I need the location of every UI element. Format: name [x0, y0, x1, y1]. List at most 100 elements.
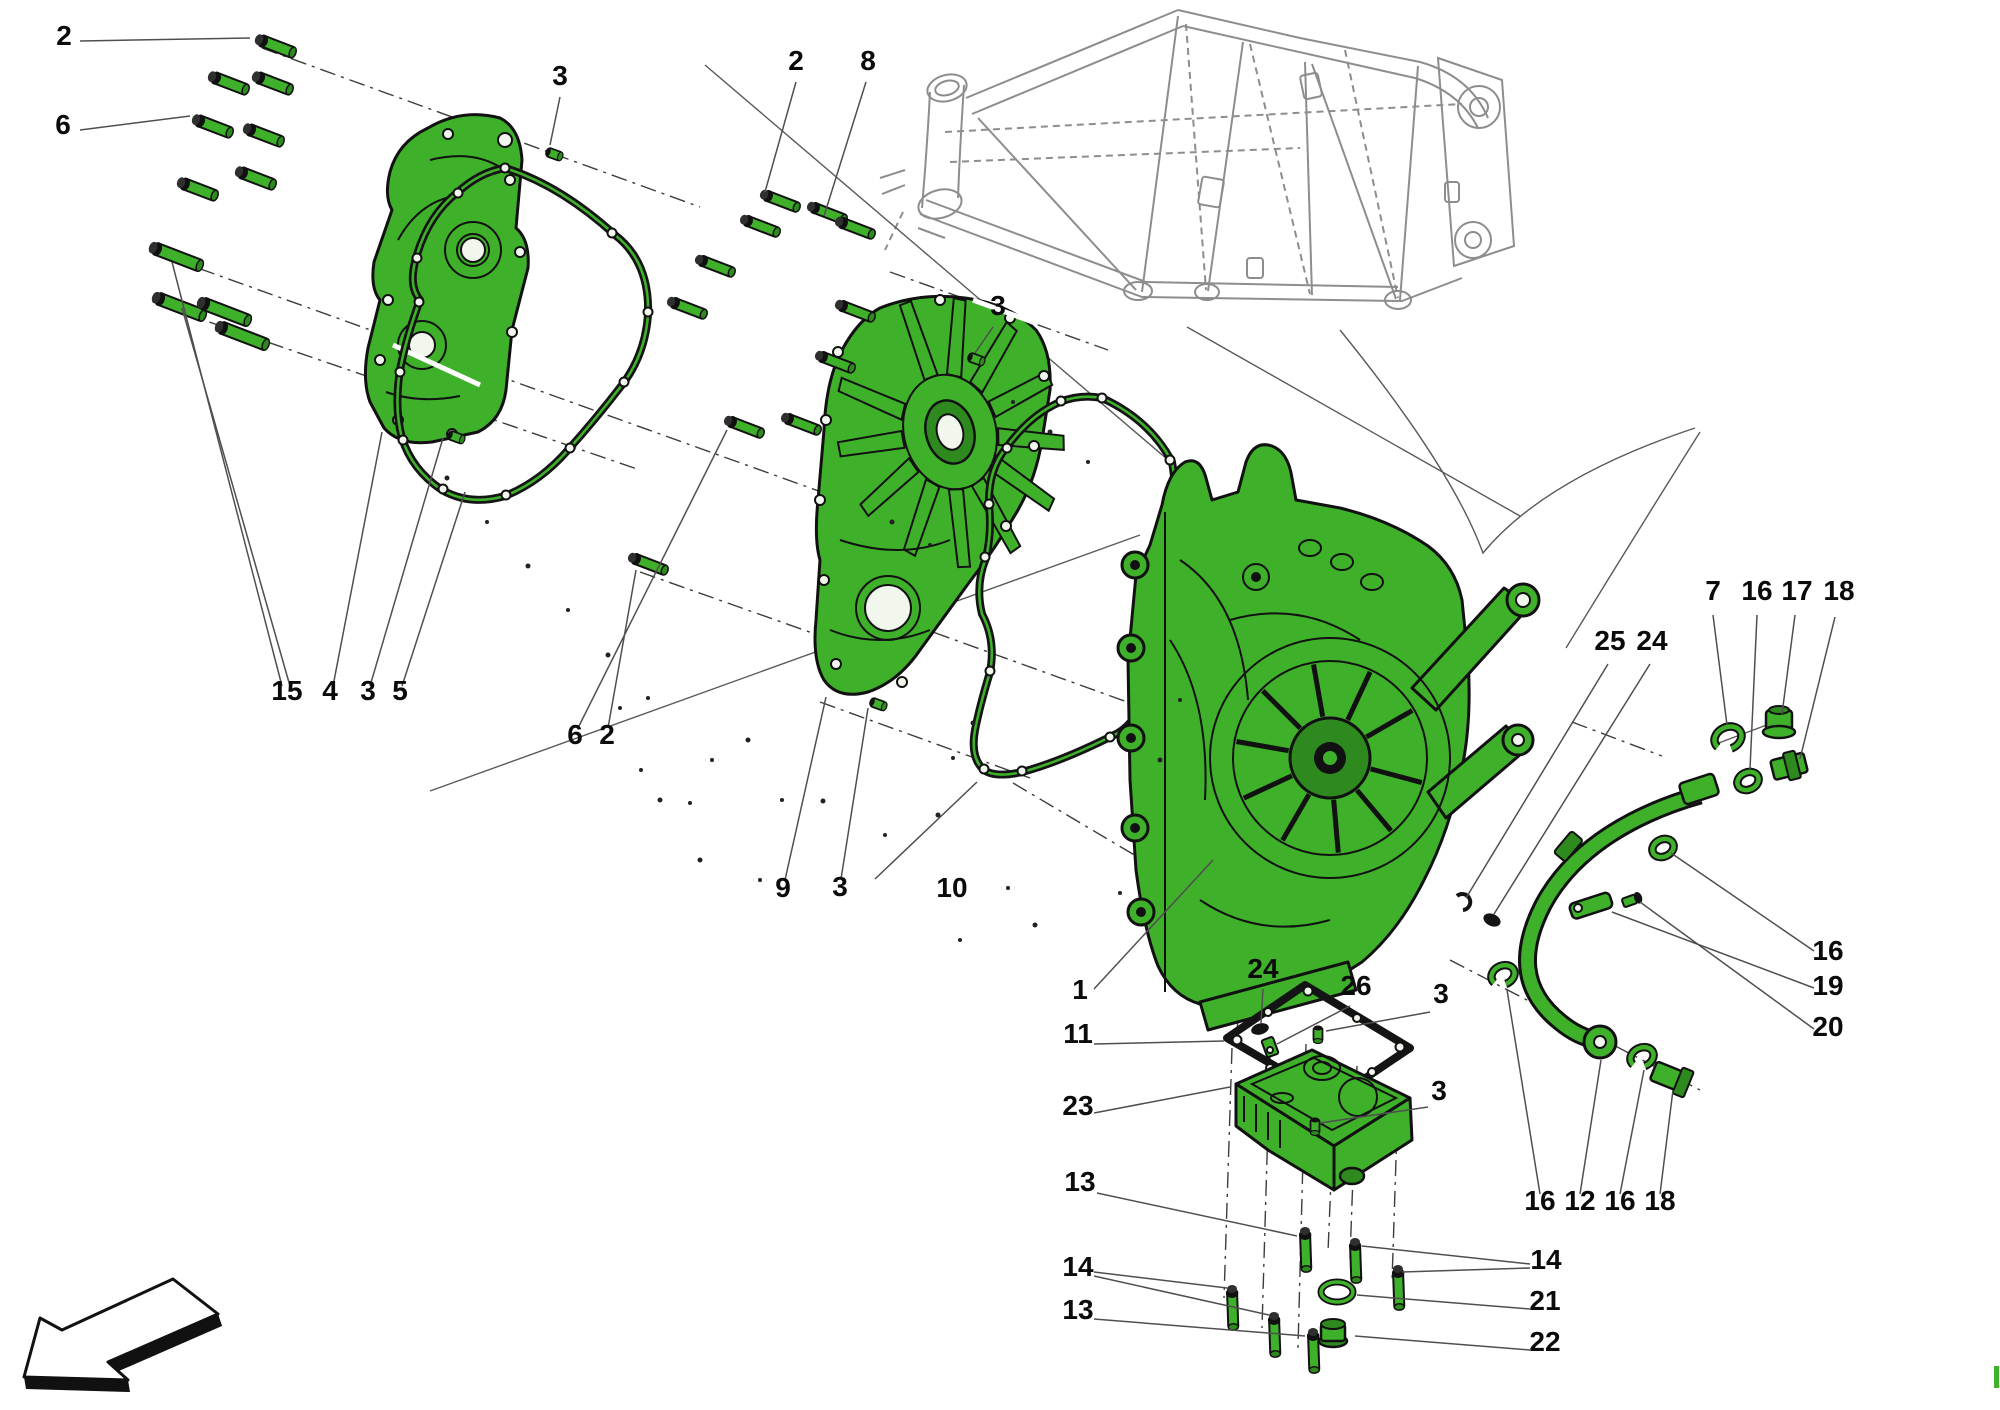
label-leader-line	[1639, 901, 1815, 1030]
part-number-label: 6	[567, 719, 583, 750]
label-leader-line	[607, 569, 637, 729]
bolt	[242, 123, 286, 148]
explosion-axis-line	[819, 701, 1031, 779]
bolt-tip	[268, 178, 278, 191]
pipe-sleeve	[1553, 831, 1583, 862]
part-number-label: 3	[552, 60, 568, 91]
dowel-pin	[545, 147, 564, 162]
label-leader-line	[1611, 911, 1815, 989]
part-number-label: 3	[360, 675, 376, 706]
bolt	[151, 291, 208, 323]
label-leader-line	[1093, 1040, 1225, 1045]
bolt-head-face	[780, 412, 790, 423]
label-leader-line	[1465, 663, 1609, 899]
bolt-tip	[288, 46, 298, 59]
part-number-label: 3	[1433, 978, 1449, 1009]
sealing-washer-part21	[1317, 1278, 1357, 1306]
part-number-label: 3	[990, 290, 1006, 321]
part-number-label: 2	[56, 20, 72, 51]
bolt-tip	[225, 126, 235, 139]
bolt	[1306, 1327, 1321, 1374]
speckle-dot	[820, 798, 826, 804]
bolt	[780, 412, 822, 436]
swoosh-curve	[1339, 329, 1696, 555]
dowel-pins-layer	[447, 147, 1324, 1137]
part-number-label: 17	[1781, 575, 1812, 606]
bolt-head-face	[723, 415, 733, 426]
edge-watermark-mark	[1994, 1366, 1999, 1388]
speckle-dot	[485, 520, 489, 524]
bolt-tip	[243, 314, 253, 328]
speckle-dot	[1006, 886, 1010, 890]
chassis-frame-wireframe	[879, 9, 1516, 310]
pin-face	[967, 352, 973, 362]
pin-face	[545, 147, 551, 157]
pipe-bracket-part19	[1568, 891, 1614, 920]
label-leader-line	[577, 429, 728, 729]
bolt-tip	[261, 338, 271, 352]
speckle-dot	[970, 720, 976, 726]
label-leader-line	[1319, 1106, 1429, 1124]
bolt-head-face	[254, 34, 264, 45]
dowel-pin	[967, 352, 986, 367]
part-number-label: 23	[1062, 1090, 1093, 1121]
part-number-label: 24	[1636, 625, 1668, 656]
speckle-dots-layer	[444, 400, 1182, 942]
bolt-tip	[813, 424, 822, 436]
circlip-ring	[1626, 1042, 1658, 1072]
label-leader-line	[332, 431, 383, 687]
part-number-label: 11	[1063, 1018, 1093, 1049]
bolt-head-face	[191, 114, 201, 125]
part-number-label: 25	[1594, 625, 1625, 656]
o-ring-seal	[1648, 834, 1678, 862]
explosion-axis-line	[169, 257, 906, 523]
bolt-tip	[660, 564, 669, 576]
explosion-axis-line	[1223, 1047, 1233, 1299]
bolt-tip	[867, 228, 876, 240]
bolt-tip	[1393, 1303, 1406, 1311]
label-leader-line	[1493, 663, 1651, 915]
bolt-tip	[285, 83, 295, 96]
bolt	[148, 241, 205, 273]
bolt-tip	[241, 83, 251, 96]
part-number-label: 16	[1524, 1185, 1555, 1216]
bolt-head-face	[694, 254, 704, 265]
retainer-clip-part26	[1260, 1036, 1280, 1058]
label-leader-line	[1354, 1335, 1531, 1351]
housing-right-arm-lower	[1426, 723, 1535, 820]
label-leader-line	[79, 37, 251, 42]
bolt-head-face	[759, 189, 769, 200]
part-number-label: 20	[1812, 1011, 1843, 1042]
label-leader-line	[1506, 989, 1541, 1195]
bolt-tip	[1308, 1366, 1321, 1374]
pin-face	[869, 697, 875, 707]
pin-end	[556, 151, 564, 162]
bolt-head-face	[176, 177, 186, 188]
bell-spoke	[1355, 788, 1393, 833]
speckle-dot	[1032, 922, 1038, 928]
construction-lines-layer	[429, 64, 1773, 792]
speckle-dot	[697, 857, 703, 863]
union-bolt-part18-lower	[1649, 1060, 1695, 1099]
part-number-label: 14	[1062, 1251, 1094, 1282]
bolt-head-face	[1299, 1226, 1310, 1236]
union-bolt-part18-upper	[1769, 749, 1809, 782]
speckle-dot	[618, 706, 622, 710]
cooling-fin	[968, 320, 1018, 395]
label-leader-line	[1361, 1245, 1531, 1265]
label-leader-line	[1619, 1069, 1645, 1195]
bolt	[814, 350, 856, 374]
bolt-head-face	[1226, 1284, 1237, 1294]
label-leader-line	[1579, 1059, 1602, 1195]
part-number-label: 18	[1644, 1185, 1675, 1216]
part-number-label: 21	[1529, 1285, 1560, 1316]
label-leader-line	[764, 81, 797, 193]
label-leader-line	[1093, 1271, 1228, 1289]
label-leader-line	[181, 307, 291, 687]
speckle-dot	[889, 519, 895, 525]
bolt-tip	[772, 226, 781, 238]
bolt-tip	[1350, 1276, 1363, 1284]
bolt-head-face	[806, 201, 816, 212]
explosion-axis-line	[1571, 721, 1663, 757]
